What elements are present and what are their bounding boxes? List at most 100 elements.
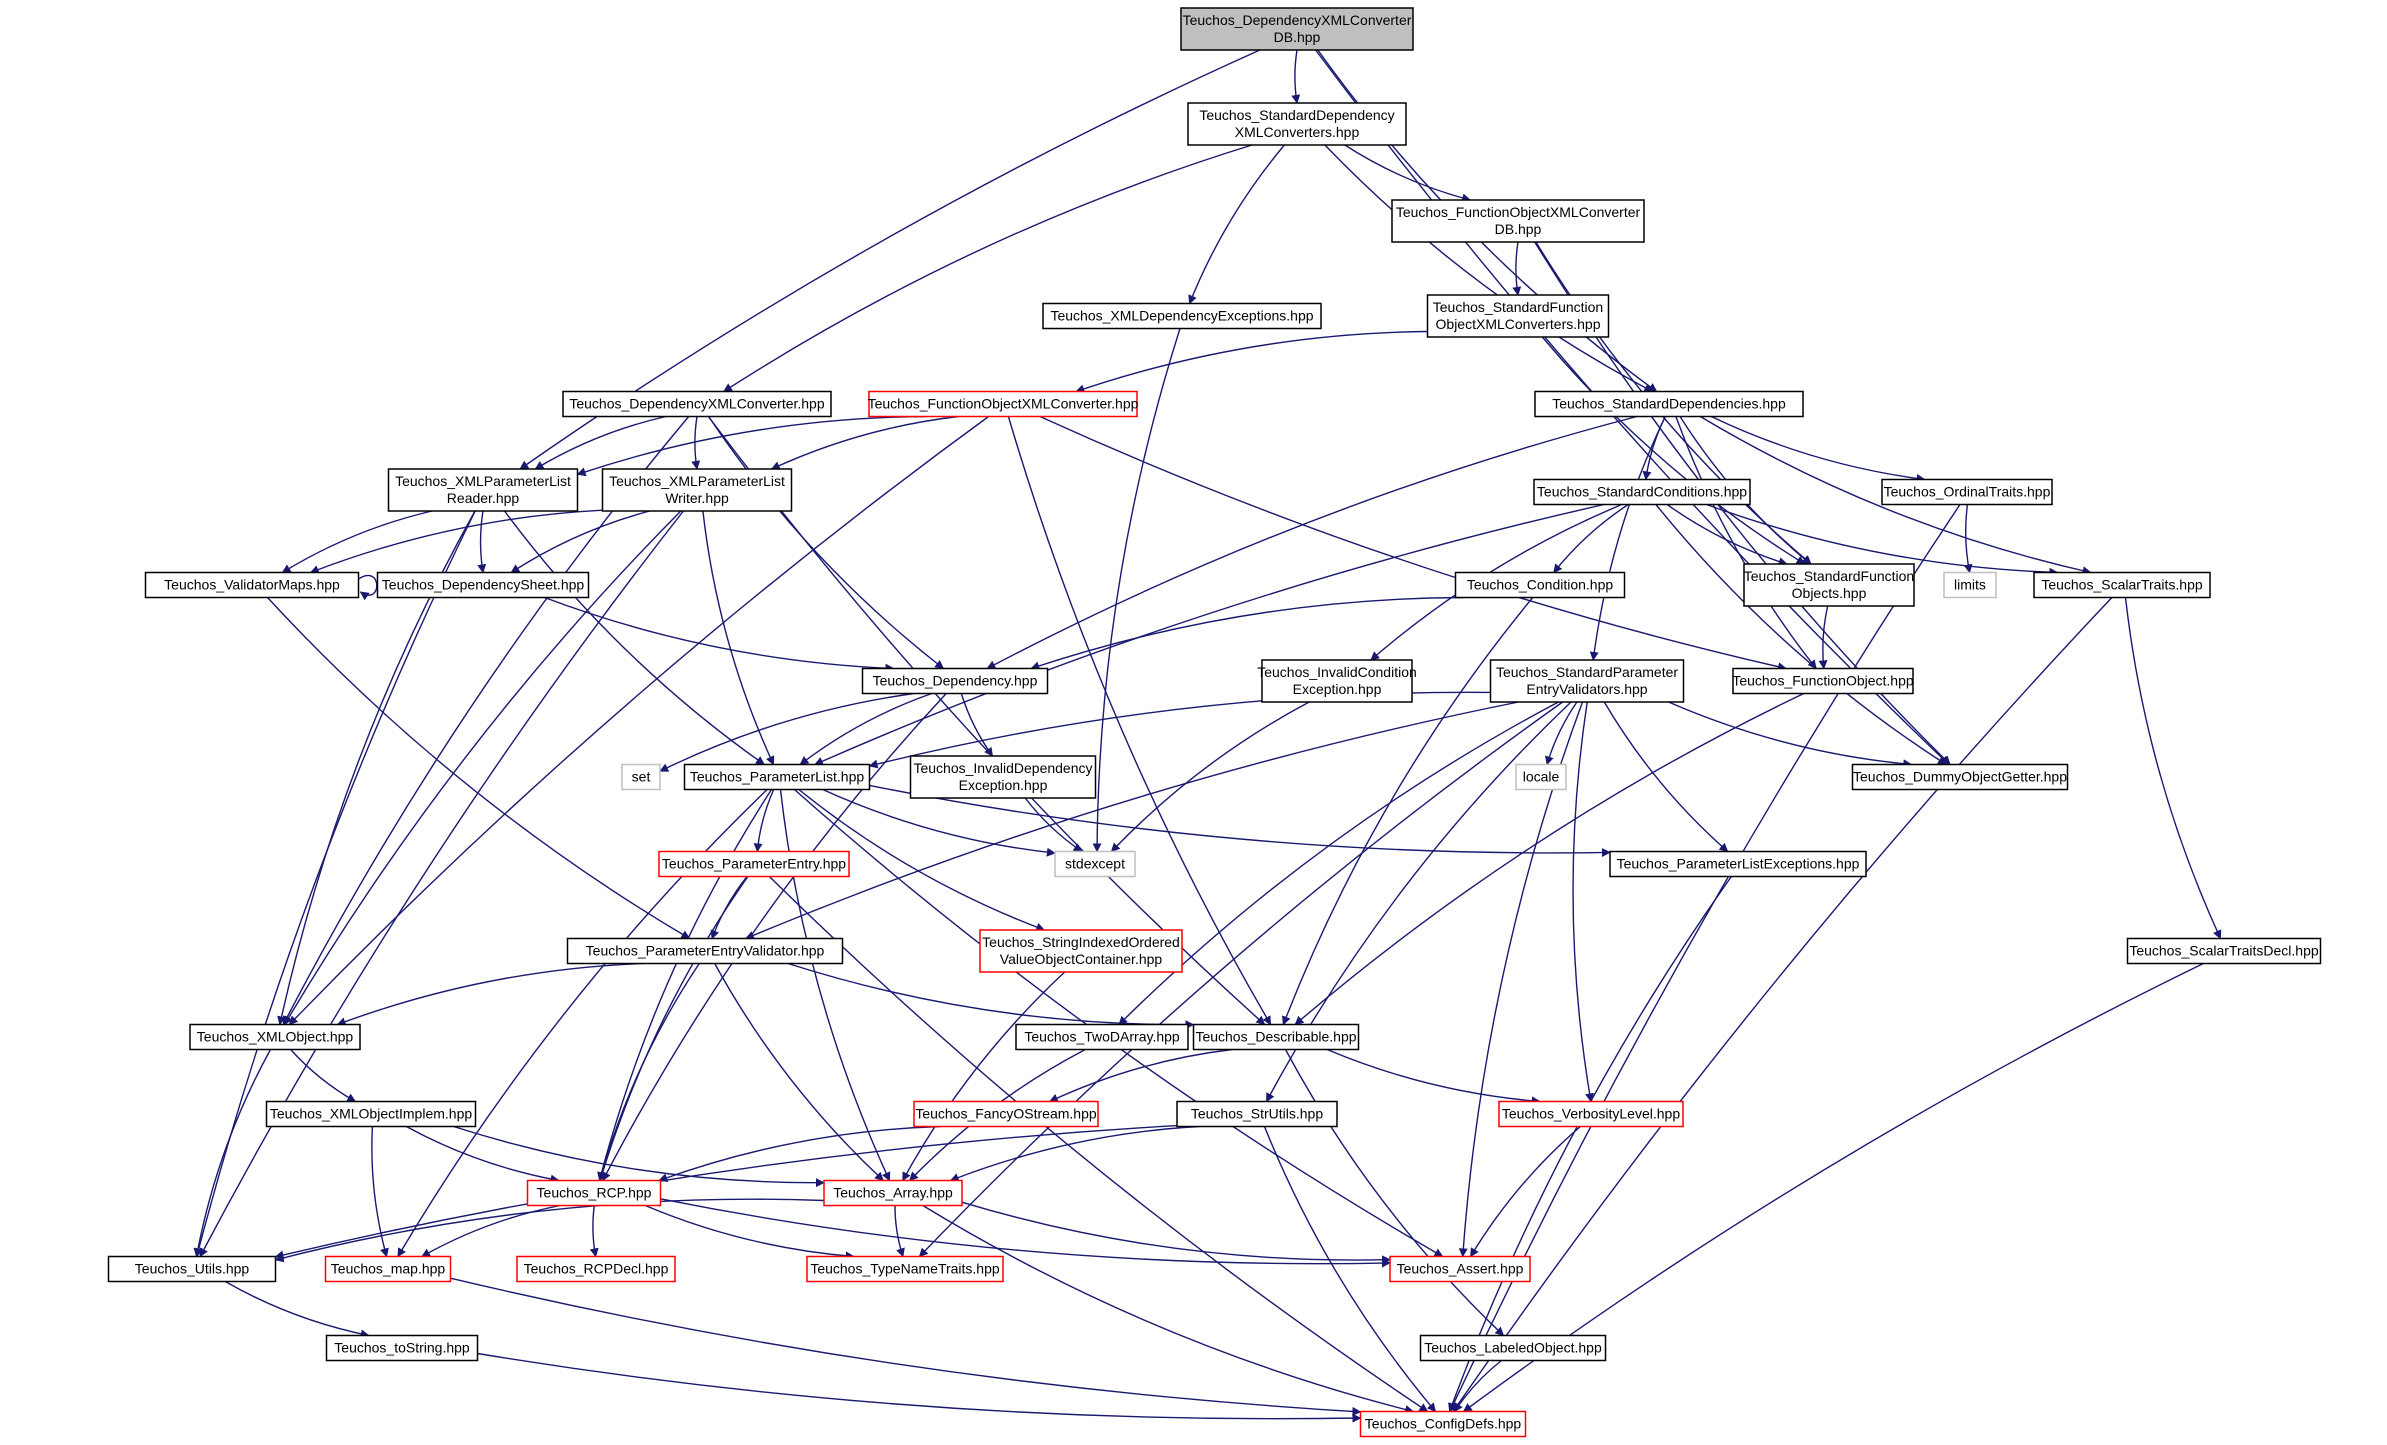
node-teuchos-xmlobject[interactable]: Teuchos_XMLObject.hpp	[189, 1023, 361, 1051]
edge-teuchos-dependency-to-teuchos-invaliddependencyexception	[960, 693, 994, 757]
node-box	[1180, 7, 1414, 51]
node-box	[376, 571, 590, 599]
node-label: XMLConverters.hpp	[1235, 124, 1360, 140]
node-teuchos-dependencysheet[interactable]: Teuchos_DependencySheet.hpp	[376, 571, 590, 599]
node-label: Teuchos_StandardDependency	[1199, 107, 1394, 123]
node-locale[interactable]: locale	[1515, 763, 1567, 791]
edge-teuchos-invaliddependencyexception-to-stdexcept	[1024, 797, 1083, 853]
edge-teuchos-fancyostream-to-teuchos-rcp	[658, 1125, 941, 1182]
node-teuchos-utils[interactable]: Teuchos_Utils.hpp	[107, 1255, 277, 1283]
node-teuchos-rcp[interactable]: Teuchos_RCP.hpp	[526, 1179, 662, 1207]
edge-teuchos-xmlparameterlistreader-to-teuchos-validatormaps	[281, 510, 433, 574]
edge-teuchos-xmlparameterlistwriter-to-teuchos-parameterlist	[702, 510, 775, 766]
edge-teuchos-xmlparameterlistwriter-to-teuchos-dependencysheet	[510, 510, 650, 574]
edge-teuchos-standarddependencies-to-teuchos-functionobject	[1675, 416, 1817, 670]
node-teuchos-dependencyxmlconverter[interactable]: Teuchos_DependencyXMLConverter.hpp	[562, 390, 832, 418]
node-label: Teuchos_InvalidCondition	[1257, 664, 1417, 680]
node-teuchos-parameterentry[interactable]: Teuchos_ParameterEntry.hpp	[658, 850, 850, 878]
edge-teuchos-standardparameterentryvalidators-to-locale	[1544, 701, 1578, 766]
node-teuchos-describable[interactable]: Teuchos_Describable.hpp	[1192, 1023, 1360, 1051]
node-teuchos-ordinaltraits[interactable]: Teuchos_OrdinalTraits.hpp	[1881, 478, 2053, 506]
edge-teuchos-standardconditions-to-teuchos-parameterlist	[814, 503, 1605, 766]
edge-teuchos-describable-to-teuchos-fancyostream	[1048, 1048, 1233, 1103]
node-teuchos-functionobject[interactable]: Teuchos_FunctionObject.hpp	[1732, 667, 1914, 695]
node-label: Teuchos_StandardDependencies.hpp	[1552, 396, 1786, 412]
node-teuchos-scalartraits[interactable]: Teuchos_ScalarTraits.hpp	[2033, 571, 2211, 599]
node-teuchos-standardfunctionobjectxmlconverters[interactable]: Teuchos_StandardFunctionObjectXMLConvert…	[1426, 294, 1610, 338]
node-teuchos-typenametraits[interactable]: Teuchos_TypeNameTraits.hpp	[806, 1255, 1004, 1283]
node-teuchos-xmlobjectimplem[interactable]: Teuchos_XMLObjectImplem.hpp	[265, 1100, 477, 1128]
node-teuchos-parameterlistexceptions[interactable]: Teuchos_ParameterListExceptions.hpp	[1609, 850, 1867, 878]
node-teuchos-standardparameterentryvalidators[interactable]: Teuchos_StandardParameterEntryValidators…	[1489, 659, 1685, 703]
node-teuchos-parameterlist[interactable]: Teuchos_ParameterList.hpp	[683, 763, 871, 791]
edge-teuchos-standarddependencies-to-teuchos-standardparameterentryvalidators	[1589, 416, 1666, 661]
node-label: Teuchos_ScalarTraits.hpp	[2041, 577, 2203, 593]
edge-teuchos-functionobjectxmlconverter-to-teuchos-functionobject	[1039, 415, 1787, 672]
node-teuchos-xmldependencyexceptions[interactable]: Teuchos_XMLDependencyExceptions.hpp	[1042, 302, 1322, 330]
edge-teuchos-parameterlistexceptions-to-teuchos-configdefs	[1448, 876, 1732, 1413]
node-teuchos-dependency[interactable]: Teuchos_Dependency.hpp	[861, 667, 1049, 695]
node-teuchos-stringindexedorderedvalueobjectcontainer[interactable]: Teuchos_StringIndexedOrderedValueObjectC…	[979, 929, 1183, 973]
node-limits[interactable]: limits	[1943, 571, 1997, 599]
node-box	[683, 763, 871, 791]
node-teuchos-strutils[interactable]: Teuchos_StrUtils.hpp	[1176, 1100, 1338, 1128]
node-stdexcept[interactable]: stdexcept	[1054, 850, 1136, 878]
node-box	[1881, 478, 2053, 506]
node-box	[1054, 850, 1136, 878]
node-teuchos-fancyostream[interactable]: Teuchos_FancyOStream.hpp	[913, 1100, 1099, 1128]
node-set[interactable]: set	[621, 763, 661, 791]
node-teuchos-scalartraitsdecl[interactable]: Teuchos_ScalarTraitsDecl.hpp	[2126, 937, 2322, 965]
node-teuchos-labeledobject[interactable]: Teuchos_LabeledObject.hpp	[1419, 1334, 1607, 1362]
edge-teuchos-dependencyxmlconverterdb-to-teuchos-dummyobjectgetter	[1315, 49, 1950, 766]
edge-teuchos-standardparameterentryvalidators-to-teuchos-dummyobjectgetter	[1668, 701, 1913, 769]
node-label: locale	[1523, 769, 1560, 785]
edge-teuchos-standarddependencyxmlconverters-to-teuchos-xmldependencyexceptions	[1188, 144, 1285, 305]
edge-teuchos-parameterlist-to-stdexcept	[822, 788, 1056, 857]
node-box	[861, 667, 1049, 695]
node-teuchos-standarddependencyxmlconverters[interactable]: Teuchos_StandardDependencyXMLConverters.…	[1187, 102, 1407, 146]
node-box	[658, 850, 850, 878]
node-label: EntryValidators.hpp	[1526, 681, 1647, 697]
node-teuchos-tostring[interactable]: Teuchos_toString.hpp	[325, 1334, 479, 1362]
edge-teuchos-parameterentryvalidator-to-teuchos-xmlobject	[336, 962, 643, 1026]
node-teuchos-functionobjectxmlconverter[interactable]: Teuchos_FunctionObjectXMLConverter.hpp	[868, 390, 1139, 418]
edge-teuchos-xmlparameterlistwriter-to-teuchos-validatormaps	[309, 509, 603, 574]
edge-teuchos-dependencysheet-to-teuchos-dependency	[544, 596, 895, 673]
edge-teuchos-strutils-to-teuchos-configdefs	[1263, 1126, 1437, 1413]
node-label: Teuchos_XMLParameterList	[395, 473, 571, 489]
node-box	[387, 468, 579, 512]
node-teuchos-standardconditions[interactable]: Teuchos_StandardConditions.hpp	[1533, 478, 1751, 506]
node-label: DB.hpp	[1495, 221, 1542, 237]
node-label: Teuchos_ParameterListExceptions.hpp	[1617, 856, 1860, 872]
node-teuchos-map[interactable]: Teuchos_map.hpp	[324, 1255, 452, 1283]
node-teuchos-parameterentryvalidator[interactable]: Teuchos_ParameterEntryValidator.hpp	[566, 937, 844, 965]
node-box	[1533, 478, 1751, 506]
dependency-nodes: Teuchos_DependencyXMLConverterDB.hppTeuc…	[107, 7, 2322, 1438]
node-teuchos-array[interactable]: Teuchos_Array.hpp	[823, 1179, 963, 1207]
node-teuchos-verbositylevel[interactable]: Teuchos_VerbosityLevel.hpp	[1498, 1100, 1684, 1128]
edge-teuchos-labeledobject-to-teuchos-configdefs	[1453, 1359, 1502, 1413]
node-teuchos-rcpdecl[interactable]: Teuchos_RCPDecl.hpp	[516, 1255, 676, 1283]
node-teuchos-configdefs[interactable]: Teuchos_ConfigDefs.hpp	[1359, 1410, 1527, 1438]
node-teuchos-condition[interactable]: Teuchos_Condition.hpp	[1454, 571, 1626, 599]
node-box	[601, 468, 793, 512]
node-teuchos-assert[interactable]: Teuchos_Assert.hpp	[1389, 1255, 1531, 1283]
edge-teuchos-describable-to-teuchos-labeledobject	[1284, 1049, 1505, 1337]
node-teuchos-standarddependencies[interactable]: Teuchos_StandardDependencies.hpp	[1534, 390, 1804, 418]
edge-teuchos-parameterlist-to-teuchos-parameterlistexceptions	[869, 784, 1611, 858]
node-teuchos-dummyobjectgetter[interactable]: Teuchos_DummyObjectGetter.hpp	[1851, 763, 2069, 791]
node-box	[621, 763, 661, 791]
node-teuchos-twodarray[interactable]: Teuchos_TwoDArray.hpp	[1015, 1023, 1189, 1051]
edge-teuchos-dependencyxmlconverter-to-teuchos-xmlparameterlistreader	[534, 415, 667, 470]
node-teuchos-validatormaps[interactable]: Teuchos_ValidatorMaps.hpp	[144, 571, 360, 599]
node-label: Teuchos_ScalarTraitsDecl.hpp	[2129, 943, 2319, 959]
node-box	[189, 1023, 361, 1051]
